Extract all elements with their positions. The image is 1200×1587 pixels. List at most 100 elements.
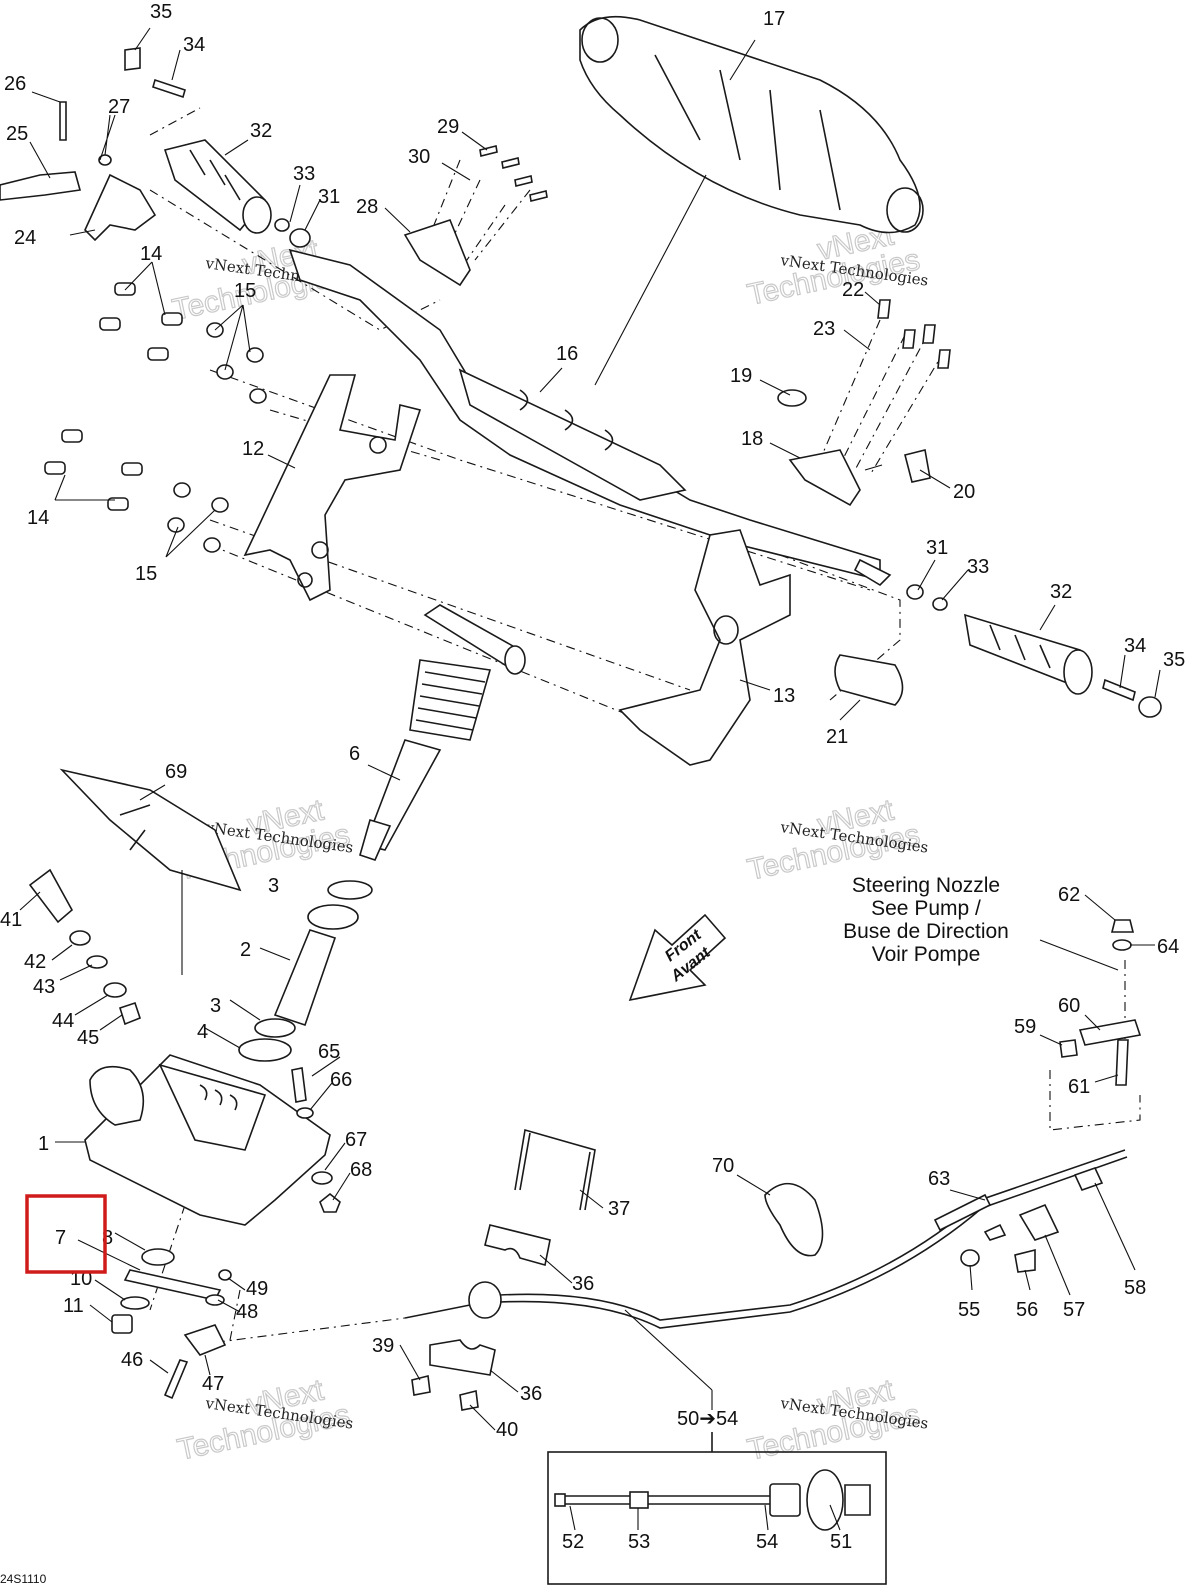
bushing-half (834, 654, 904, 706)
callout-54: 54 (756, 1531, 778, 1553)
callout-68: 68 (350, 1159, 372, 1181)
front-arrow (628, 913, 727, 1002)
left-small-parts (28, 868, 232, 1400)
watermark-bottom-right: vNext Technologies vNext Technologies (744, 1373, 930, 1468)
note-line-1: Steering Nozzle (852, 874, 1000, 897)
callout-47: 47 (202, 1373, 224, 1395)
callout-64: 64 (1157, 936, 1179, 958)
callout-15-lower: 15 (135, 563, 157, 585)
callout-55: 55 (958, 1299, 980, 1321)
left-clamp (403, 145, 548, 287)
steering-column (359, 604, 526, 861)
leader-lines (19, 27, 1161, 1531)
note-line-2: See Pump / (871, 897, 981, 920)
callout-21: 21 (826, 726, 848, 748)
callout-69: 69 (165, 761, 187, 783)
callout-50-54: 50➔54 (677, 1408, 738, 1430)
callout-35-right: 35 (1163, 649, 1185, 671)
callout-60: 60 (1058, 995, 1080, 1017)
callout-45: 45 (77, 1027, 99, 1049)
callout-22: 22 (842, 279, 864, 301)
callout-59: 59 (1014, 1016, 1036, 1038)
callout-2: 2 (240, 939, 251, 961)
watermark-mid-right: vNext Technologies vNext Technologies (744, 793, 930, 888)
tie-strap (764, 1182, 824, 1257)
left-grip-assembly (0, 47, 311, 248)
callout-67: 67 (345, 1129, 367, 1151)
upper-bracket (243, 374, 422, 602)
right-clamp (777, 299, 951, 507)
callout-46: 46 (121, 1349, 143, 1371)
callout-26: 26 (4, 73, 26, 95)
callout-37: 37 (608, 1198, 630, 1220)
watermarks: vNext Technologies vNext Technologies vN… (169, 218, 930, 1468)
note-line-4: Voir Pompe (872, 943, 981, 966)
callout-40: 40 (496, 1419, 518, 1441)
callout-30: 30 (408, 146, 430, 168)
steering-nozzle-note: Steering Nozzle See Pump / Buse de Direc… (843, 874, 1009, 966)
callout-61: 61 (1068, 1076, 1090, 1098)
callout-28: 28 (356, 196, 378, 218)
callout-39: 39 (372, 1335, 394, 1357)
callout-16: 16 (556, 343, 578, 365)
callout-15: 15 (234, 280, 256, 302)
nozzle-linkage (1059, 919, 1142, 1086)
inset-cable-end (547, 1432, 887, 1585)
callout-27: 27 (108, 96, 130, 118)
callout-36-bottom: 36 (520, 1383, 542, 1405)
callout-25: 25 (6, 123, 28, 145)
steering-plate (84, 1054, 331, 1226)
callout-63: 63 (928, 1168, 950, 1190)
callout-53: 53 (628, 1531, 650, 1553)
note-line-3: Buse de Direction (843, 920, 1009, 943)
callout-6: 6 (349, 743, 360, 765)
callout-12: 12 (242, 438, 264, 460)
callout-33-right: 33 (967, 556, 989, 578)
callout-42: 42 (24, 951, 46, 973)
callout-34: 34 (183, 34, 205, 56)
callout-31: 31 (318, 186, 340, 208)
callout-58: 58 (1124, 1277, 1146, 1299)
callout-62: 62 (1058, 884, 1080, 906)
lower-bracket (618, 529, 791, 766)
callout-70: 70 (712, 1155, 734, 1177)
u-bolt-clamps (411, 1128, 596, 1411)
callout-14-lower: 14 (27, 507, 49, 529)
left-bolts-washers (44, 282, 267, 553)
callout-19: 19 (730, 365, 752, 387)
callout-4: 4 (197, 1021, 208, 1043)
callout-52: 52 (562, 1531, 584, 1553)
callout-49: 49 (246, 1278, 268, 1300)
steering-cable (404, 1149, 1128, 1329)
callout-33: 33 (293, 163, 315, 185)
callouts: 35 34 26 27 25 32 33 31 24 14 15 29 30 2… (0, 1, 1185, 1553)
callout-41: 41 (0, 909, 22, 931)
callout-13: 13 (773, 685, 795, 707)
callout-23: 23 (813, 318, 835, 340)
callout-31-right: 31 (926, 537, 948, 559)
callout-29: 29 (437, 116, 459, 138)
pins-and-nuts (291, 1067, 341, 1213)
right-grip-assembly (853, 558, 1162, 718)
callout-3-top: 3 (268, 875, 279, 897)
callout-3-mid: 3 (210, 995, 221, 1017)
callout-24: 24 (14, 227, 36, 249)
column-bearings (238, 880, 373, 1062)
callout-8: 8 (102, 1227, 113, 1249)
callout-7: 7 (55, 1227, 66, 1249)
callout-57: 57 (1063, 1299, 1085, 1321)
callout-36-top: 36 (572, 1273, 594, 1295)
callout-35: 35 (150, 1, 172, 23)
callout-66: 66 (330, 1069, 352, 1091)
callout-56: 56 (1016, 1299, 1038, 1321)
handlebar-pad (579, 15, 924, 234)
callout-65: 65 (318, 1041, 340, 1063)
callout-51: 51 (830, 1531, 852, 1553)
callout-44: 44 (52, 1010, 74, 1032)
callout-32-right: 32 (1050, 581, 1072, 603)
callout-1: 1 (38, 1133, 49, 1155)
parts (0, 15, 1162, 1585)
plate-cover (59, 768, 242, 892)
callout-14: 14 (140, 243, 162, 265)
